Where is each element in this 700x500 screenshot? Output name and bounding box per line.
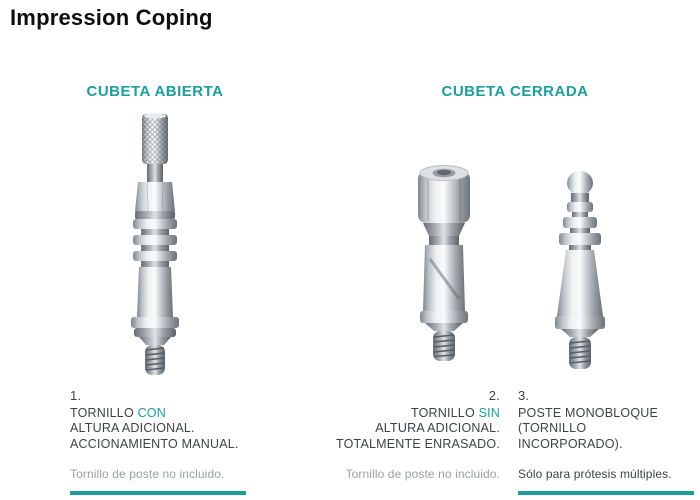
item-1-line1: TORNILLO CON (70, 405, 166, 420)
item-2-line1: TORNILLO SIN (411, 405, 500, 420)
item-3-description: 3. POSTE MONOBLOQUE (TORNILLO INCORPORAD… (518, 388, 694, 495)
item-2-number: 2. (488, 388, 500, 403)
item-1-line2: ALTURA ADICIONAL. (70, 421, 195, 435)
page-title: Impression Coping (10, 5, 213, 30)
item-3-accent-bar (518, 491, 694, 495)
item-2-line3: TOTALMENTE ENRASADO. (336, 436, 500, 451)
item-1-accent-bar (70, 491, 246, 495)
closed-tray-coping-image (418, 165, 470, 361)
section-header-open-tray: CUBETA ABIERTA (86, 83, 224, 100)
item-2-line2: ALTURA ADICIONAL. (375, 421, 500, 435)
item-2-note: Tornillo de poste no incluido. (345, 466, 500, 481)
open-tray-coping-image (131, 113, 179, 375)
section-header-closed-tray: CUBETA CERRADA (441, 83, 589, 100)
item-1-number: 1. (70, 388, 82, 403)
item-3-line1: POSTE MONOBLOQUE (518, 405, 659, 420)
item-3-number: 3. (518, 388, 530, 403)
item-3-note: Sólo para prótesis múltiples. (518, 466, 672, 481)
item-1-description: 1. TORNILLO CON ALTURA ADICIONAL. ACCION… (70, 388, 246, 495)
monobloc-post-image (555, 171, 605, 369)
item-1-note: Tornillo de poste no incluido. (70, 466, 225, 481)
item-1-line3: ACCIONAMIENTO MANUAL. (70, 436, 239, 451)
item-2-highlight: SIN (478, 405, 500, 420)
item-1-highlight: CON (137, 405, 166, 420)
item-3-line2: (TORNILLO INCORPORADO). (518, 421, 623, 451)
item-2-description: 2. TORNILLO SIN ALTURA ADICIONAL. TOTALM… (320, 388, 500, 495)
